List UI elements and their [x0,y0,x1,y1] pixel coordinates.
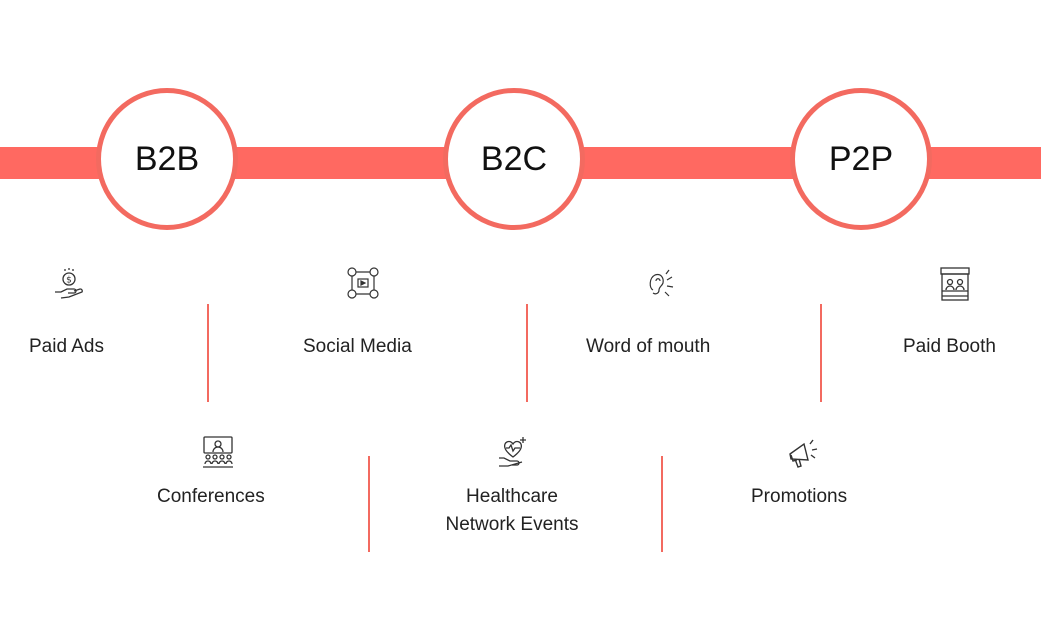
item-healthcare-line2: Network Events [445,514,579,535]
divider [207,304,209,402]
stage-b2c: B2C [443,88,585,230]
divider [526,304,528,402]
item-promotions: Promotions [751,486,848,507]
item-healthcare-line1: Healthcare [466,486,558,507]
megaphone-icon [786,436,820,472]
item-paid-booth: Paid Booth [903,336,996,357]
money-hand-icon: $ [52,266,86,302]
item-word-of-mouth: Word of mouth [586,336,711,357]
svg-text:$: $ [66,276,72,286]
item-paid-ads: Paid Ads [29,336,104,357]
item-conferences: Conferences [157,486,265,507]
divider [820,304,822,402]
divider [368,456,370,552]
conference-icon [201,434,235,470]
social-media-icon [346,266,380,302]
ear-sound-icon [645,266,679,302]
stage-b2b: B2B [96,88,238,230]
healthcare-hand-icon [496,434,530,470]
booth-icon [938,266,972,302]
stage-p2p: P2P [790,88,932,230]
item-social-media: Social Media [303,336,412,357]
divider [661,456,663,552]
item-healthcare-network-events: Healthcare Network Events [436,483,588,539]
